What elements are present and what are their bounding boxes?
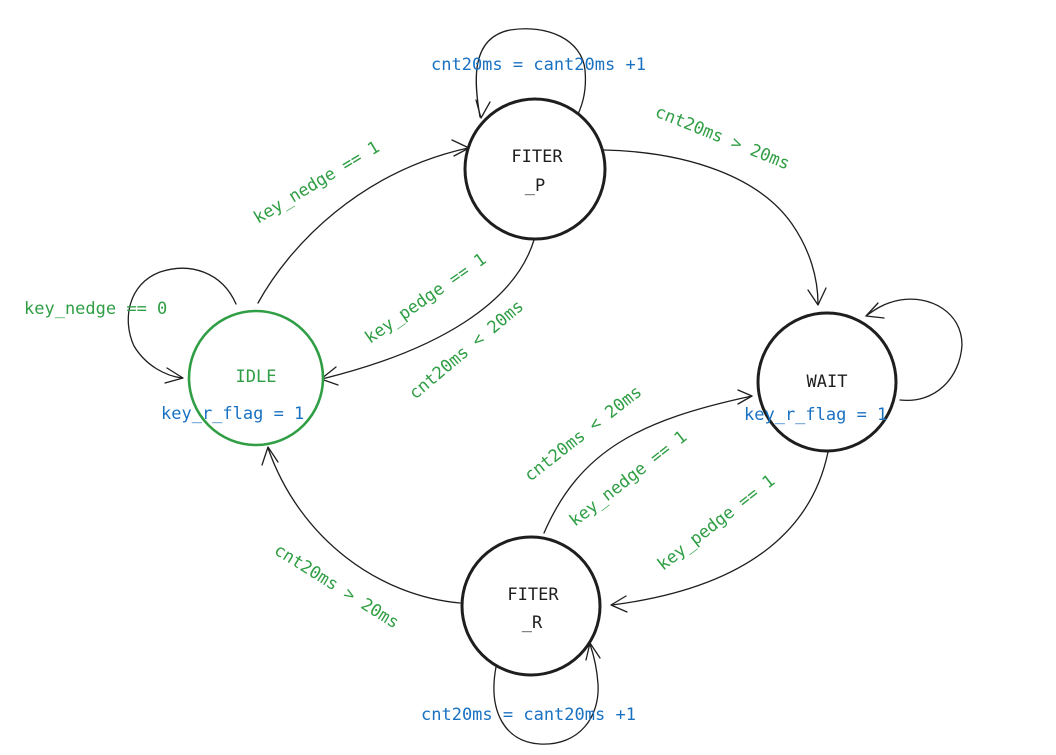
- state-filter-p[interactable]: FITER _P: [463, 97, 607, 241]
- state-idle-label: IDLE: [236, 367, 277, 387]
- label-idle-self: key_nedge == 0: [24, 299, 167, 319]
- label-filter-p-self: cnt20ms = cant20ms +1: [431, 55, 646, 75]
- label-filter-r-self: cnt20ms = cant20ms +1: [421, 705, 636, 725]
- label-idle-to-filter-p: key_nedge == 1: [250, 137, 383, 228]
- state-filter-r-label-line2: _R: [522, 613, 543, 633]
- state-filter-r-label-line1: FITER: [507, 585, 559, 605]
- state-wait[interactable]: WAIT: [756, 311, 898, 453]
- state-wait-label: WAIT: [807, 372, 848, 392]
- edge-filter-r-to-wait: [543, 389, 753, 534]
- label-filter-p-to-idle-b: cnt20ms < 20ms: [405, 296, 528, 403]
- state-idle-output: key_r_flag = 1: [161, 404, 304, 424]
- state-filter-p-label-line1: FITER: [511, 147, 563, 167]
- edge-filter-p-to-wait: [603, 149, 827, 306]
- edge-wait-to-filter-r: [610, 451, 829, 613]
- label-filter-r-to-idle: cnt20ms > 20ms: [270, 540, 402, 633]
- state-filter-r[interactable]: FITER _R: [460, 535, 602, 677]
- label-filter-p-to-wait: cnt20ms > 20ms: [652, 102, 792, 174]
- state-wait-output: key_r_flag = 1: [744, 405, 887, 425]
- edge-filter-r-to-idle: [261, 446, 461, 604]
- state-idle[interactable]: IDLE: [187, 309, 325, 447]
- edge-wait-self-loop: [865, 298, 963, 402]
- state-filter-p-label-line2: _P: [525, 176, 545, 196]
- edge-idle-self-loop: [127, 267, 237, 384]
- edge-filter-p-self-loop: [475, 28, 587, 123]
- label-wait-to-filter-r: key_pedge == 1: [654, 471, 779, 575]
